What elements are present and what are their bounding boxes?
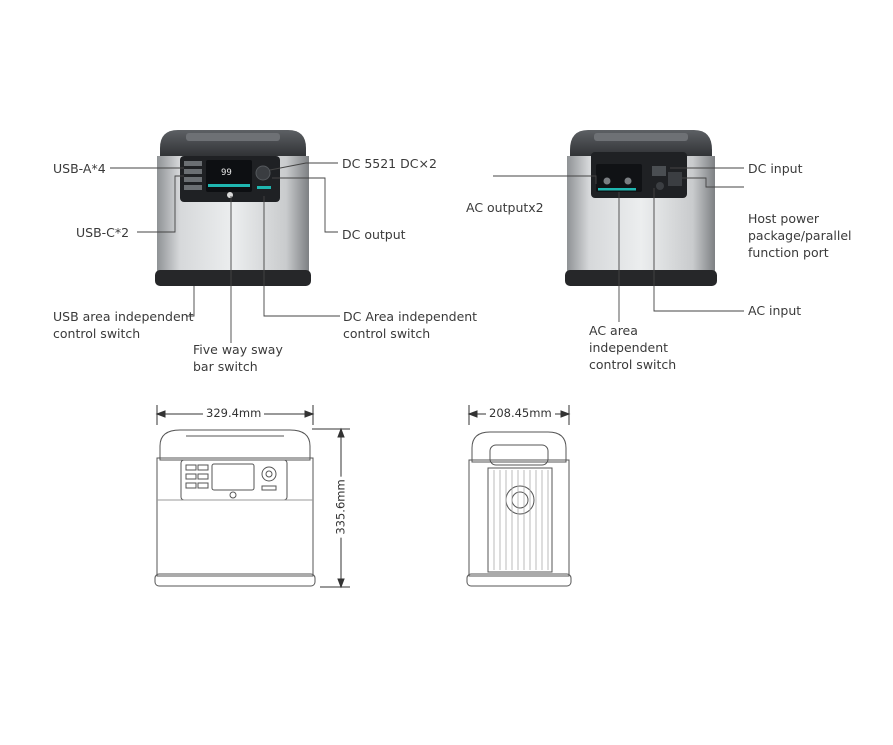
rear-ac-panel [596,164,642,192]
dimension-height: 335.6mm [333,476,348,538]
label-host-power-line1: Host power [748,211,820,226]
label-usb-c: USB-C*2 [76,225,130,240]
label-five-way-switch: Five way sway bar switch [193,341,283,375]
rear-device-photo [565,130,717,286]
dimension-depth: 208.45mm [486,406,555,420]
label-five-way-line2: bar switch [193,359,258,374]
label-usb-switch: USB area independent control switch [53,308,194,342]
label-five-way-line1: Five way sway [193,342,283,357]
display-reading: 99 [221,168,232,178]
label-dc-area-line1: DC Area independent [343,309,478,324]
label-usb-switch-line1: USB area independent [53,309,194,324]
label-dc-5521: DC 5521 DC×2 [342,156,437,171]
label-ac-switch-line1: AC area [589,323,638,338]
label-host-power-line2: package/parallel [748,228,852,243]
label-host-power-line3: function port [748,245,829,260]
front-device-photo: 99 [155,130,311,286]
label-dc-input: DC input [748,161,803,176]
rear-leader-lines [493,167,744,322]
label-ac-switch: AC area independent control switch [589,322,676,373]
label-host-power: Host power package/parallel function por… [748,210,852,261]
label-ac-switch-line2: independent [589,340,669,355]
label-ac-switch-line3: control switch [589,357,677,372]
label-ac-input: AC input [748,303,802,318]
label-usb-a: USB-A*4 [53,161,106,176]
side-vent-lines [493,470,549,570]
side-line-drawing [466,431,572,587]
dimension-width: 329.4mm [203,406,265,420]
label-dc-area-line2: control switch [343,326,431,341]
front-leader-lines [110,162,340,343]
label-usb-switch-line2: control switch [53,326,141,341]
front-usb-ports [184,161,202,190]
front-line-drawing [154,429,316,587]
label-ac-output: AC outputx2 [466,200,544,215]
label-dc-output: DC output [342,227,406,242]
label-dc-area-switch: DC Area independent control switch [343,308,477,342]
